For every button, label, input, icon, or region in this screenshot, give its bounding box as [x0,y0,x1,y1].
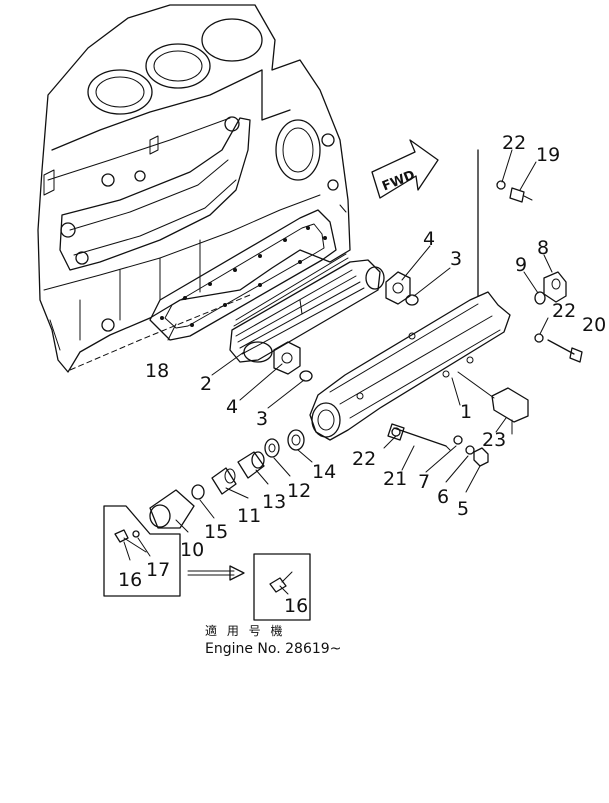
part-12-washer [264,438,280,458]
callout-4b: 4 [226,396,238,418]
leader-lines [167,149,553,533]
plug-8 [543,271,567,303]
washer-7 [453,435,463,445]
part-15-o-ring [191,484,205,500]
callout-6: 6 [437,486,449,508]
callout-8: 8 [537,237,549,259]
callout-2: 2 [200,373,212,395]
flange-gasket-upper [385,271,411,305]
nut-5 [473,447,489,467]
callout-23: 23 [482,429,506,451]
bolt-16-right [269,571,293,593]
applicable-model-label: 適 用 号 機 [205,623,285,638]
oil-cooler-case [309,149,511,441]
callout-19: 19 [536,144,560,166]
callout-11: 11 [237,505,261,527]
washer-22b [534,333,544,343]
part-11-valve [211,467,237,495]
o-ring-lower [299,370,313,382]
callout-numbers: 22 19 8 9 22 20 4 3 18 2 4 3 1 23 22 21 … [118,132,606,617]
o-ring-9 [534,291,546,305]
callout-14: 14 [312,461,336,483]
engine-number-label: Engine No. 28619~ [205,641,341,657]
callout-4a: 4 [423,228,435,250]
bolt-21 [387,423,451,451]
part-10-cover [149,489,195,529]
callout-18: 18 [145,360,169,382]
callout-21: 21 [383,468,407,490]
callout-3b: 3 [256,408,268,430]
part-13-sleeve [237,451,265,479]
callout-7: 7 [418,471,430,493]
transfer-arrow [187,565,245,581]
washer-6 [465,445,475,455]
callout-1: 1 [460,401,472,423]
inset-box-new [253,553,311,621]
callout-10: 10 [180,539,204,561]
washer-22a [496,180,506,190]
washer-17 [132,530,140,538]
callout-15: 15 [204,521,228,543]
callout-17: 17 [146,559,170,581]
bolt-16-left [114,529,147,553]
callout-13: 13 [262,491,286,513]
callout-20: 20 [582,314,606,336]
callout-9: 9 [515,254,527,276]
cooler-gasket [149,209,337,341]
callout-16b: 16 [284,595,308,617]
part-14-seal [287,429,305,451]
engine-block [37,4,351,373]
callout-12: 12 [287,480,311,502]
callout-22b: 22 [552,300,576,322]
callout-3a: 3 [450,248,462,270]
callout-5: 5 [457,498,469,520]
callout-22c: 22 [352,448,376,470]
callout-16a: 16 [118,569,142,591]
flange-gasket-lower [273,341,301,375]
inset-box [103,505,181,597]
fwd-arrow: FWD [371,139,439,199]
bolt-20 [547,339,583,363]
bolt-19 [509,187,533,203]
o-ring-upper [405,294,419,306]
elbow-fitting [457,371,529,435]
callout-22a: 22 [502,132,526,154]
fwd-label: FWD [380,168,417,195]
oil-cooler-element [229,253,385,363]
